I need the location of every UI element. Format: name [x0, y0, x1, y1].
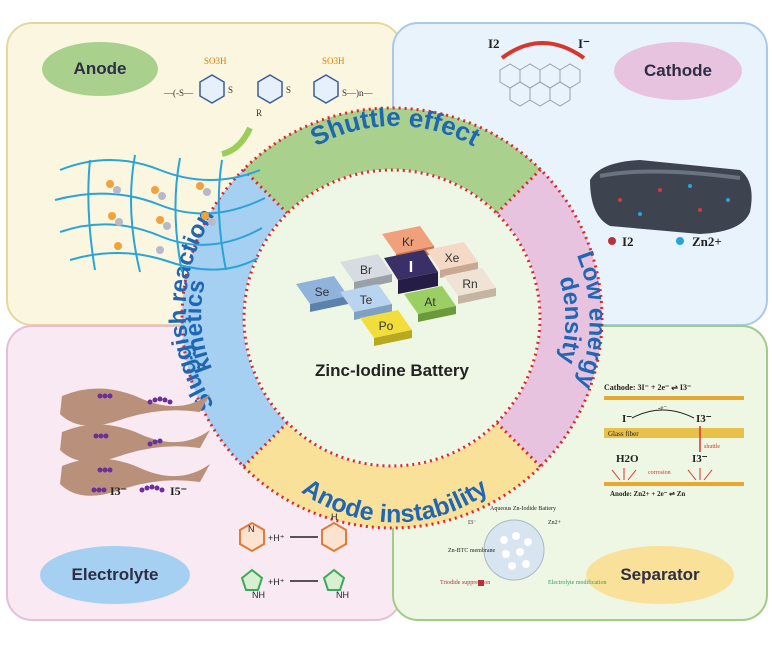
svg-text:—(-S—: —(-S—: [163, 88, 194, 98]
tile-xe: Xe: [426, 242, 478, 278]
svg-text:Po: Po: [379, 319, 394, 333]
cathode-redox-arrow: [500, 41, 586, 60]
svg-text:Zn2+: Zn2+: [548, 520, 562, 526]
svg-text:Zn-BTC membrane: Zn-BTC membrane: [448, 548, 495, 554]
svg-text:H: H: [331, 512, 338, 522]
svg-text:shuttle: shuttle: [704, 444, 720, 450]
legend-zn-label: Zn2+: [692, 234, 722, 249]
svg-text:Se: Se: [315, 285, 330, 299]
tile-at: At: [404, 286, 456, 322]
svg-text:NH: NH: [336, 590, 349, 600]
svg-text:S: S: [286, 85, 291, 95]
svg-text:Triodide suppression: Triodide suppression: [440, 580, 490, 586]
svg-text:SO3H: SO3H: [204, 56, 227, 66]
svg-text:S—)n—: S—)n—: [342, 88, 374, 98]
svg-text:I3⁻: I3⁻: [692, 453, 708, 465]
tile-se: Se: [296, 276, 348, 312]
svg-text:N: N: [248, 524, 255, 534]
svg-text:I⁻: I⁻: [622, 413, 632, 425]
ring-outer-dots: [180, 106, 604, 530]
svg-text:I: I: [409, 259, 413, 276]
svg-text:+H⁺: +H⁺: [268, 533, 285, 543]
anode-arrow: [221, 126, 253, 157]
ring-dividers: [242, 168, 542, 468]
electrolyte-legend: I3⁻ I5⁻: [91, 484, 187, 498]
anode-molecules: [106, 180, 216, 254]
svg-text:I3⁻: I3⁻: [468, 520, 476, 526]
svg-text:corrosion: corrosion: [648, 470, 671, 476]
ring-sector-top: [243, 107, 541, 213]
cathode-graphene: [499, 63, 581, 107]
legend-i2-dot: [608, 237, 616, 245]
svg-text:NH: NH: [252, 590, 265, 600]
element-tiles: Kr Br I Xe Se Te Rn At Po: [296, 226, 496, 346]
legend-zn-dot: [676, 237, 684, 245]
svg-text:Kr: Kr: [402, 235, 414, 249]
cathode-iminus-label: I⁻: [578, 36, 590, 51]
electrolyte-ions: [93, 393, 173, 473]
svg-text:Glass fiber: Glass fiber: [608, 430, 639, 438]
svg-text:R: R: [256, 108, 262, 118]
svg-text:Cathode: 3I⁻ + 2e⁻ ⇌ I3⁻: Cathode: 3I⁻ + 2e⁻ ⇌ I3⁻: [604, 383, 691, 392]
cathode-i2-label: I2: [488, 36, 500, 51]
cathode-label: Cathode: [614, 42, 742, 100]
separator-membrane: Aqueous Zn-Iodide Battery I3⁻ Zn2+ Zn-BT…: [440, 506, 606, 586]
separator-label: Separator: [586, 546, 734, 604]
tile-i: I: [384, 250, 438, 294]
ring-sector-right: [497, 169, 603, 467]
legend-i2-label: I2: [622, 234, 634, 249]
svg-text:S: S: [228, 85, 233, 95]
svg-text:Aqueous Zn-Iodide Battery: Aqueous Zn-Iodide Battery: [490, 506, 556, 512]
svg-text:-e⁻: -e⁻: [658, 404, 667, 412]
svg-text:At: At: [424, 295, 436, 309]
svg-text:SO3H: SO3H: [322, 56, 345, 66]
svg-text:Rn: Rn: [462, 277, 477, 291]
svg-text:I3⁻: I3⁻: [696, 413, 712, 425]
svg-text:Br: Br: [360, 263, 372, 277]
svg-text:Electrolyte modification: Electrolyte modification: [548, 579, 606, 586]
anode-polymer: —(-S— S S S—)n— SO3H SO3H R: [163, 56, 374, 118]
electrolyte-imidazole: NH +H⁺ NH: [240, 568, 349, 600]
electrolyte-label: Electrolyte: [40, 546, 190, 604]
svg-text:I3⁻: I3⁻: [110, 484, 127, 498]
center-title: Zinc-Iodine Battery: [315, 361, 470, 380]
cathode-composite: [590, 160, 752, 234]
tile-rn: Rn: [444, 268, 496, 304]
ring-sector-bottom: [243, 423, 541, 529]
svg-text:I5⁻: I5⁻: [170, 484, 187, 498]
svg-text:+H⁺: +H⁺: [268, 577, 285, 587]
electrolyte-sheets: [60, 388, 210, 496]
anode-label: Anode: [42, 42, 158, 96]
svg-text:Te: Te: [360, 293, 373, 307]
svg-text:Xe: Xe: [445, 251, 460, 265]
svg-text:Anode: Zn2+ + 2e⁻ ⇌ Zn: Anode: Zn2+ + 2e⁻ ⇌ Zn: [610, 490, 685, 498]
svg-text:H2O: H2O: [616, 453, 639, 465]
tile-po: Po: [360, 310, 412, 346]
tile-te: Te: [340, 284, 392, 320]
separator-cell: Cathode: 3I⁻ + 2e⁻ ⇌ I3⁻ I⁻ -e⁻ I3⁻ Glas…: [604, 383, 744, 498]
anode-network: [54, 154, 266, 273]
tile-br: Br: [340, 254, 392, 290]
electrolyte-pyridine: N +H⁺ H: [239, 512, 347, 553]
